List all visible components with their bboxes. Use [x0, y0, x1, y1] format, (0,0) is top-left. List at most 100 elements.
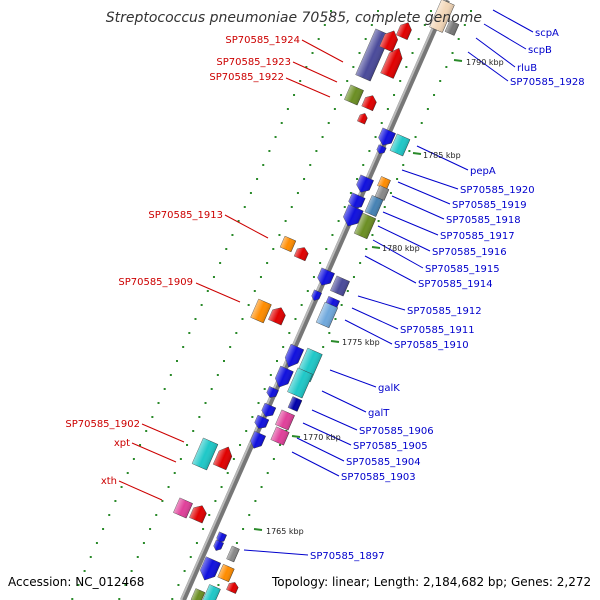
- gene-feature: [343, 204, 364, 227]
- track-dot: [263, 388, 266, 390]
- gene-label[interactable]: xth: [101, 476, 117, 487]
- track-dot: [370, 24, 373, 26]
- scale-ticks: [253, 59, 463, 531]
- gene-label[interactable]: xpt: [114, 438, 130, 449]
- gene-label[interactable]: rluB: [517, 63, 537, 74]
- gene-shine: [275, 409, 295, 431]
- track-dot: [212, 276, 215, 278]
- gene-label[interactable]: SP70585_1922: [209, 72, 284, 83]
- gene-label[interactable]: scpB: [528, 45, 552, 56]
- gene-label[interactable]: SP70585_1906: [359, 426, 434, 437]
- track-dot: [423, 24, 426, 26]
- scale-tick: [291, 435, 301, 438]
- gene-label[interactable]: SP70585_1911: [400, 325, 475, 336]
- gene-feature: [190, 588, 206, 600]
- gene-label[interactable]: SP70585_1928: [510, 77, 585, 88]
- gene-feature: [361, 95, 377, 112]
- track-dot: [195, 542, 198, 544]
- gene-feature: [364, 195, 384, 217]
- track-dot: [445, 66, 448, 68]
- track-dot: [362, 164, 365, 166]
- gene-feature: [250, 298, 272, 324]
- track-dot: [268, 150, 271, 152]
- track-dot: [417, 38, 420, 40]
- gene-label[interactable]: SP70585_1915: [425, 264, 500, 275]
- gene-label[interactable]: SP70585_1913: [148, 210, 223, 221]
- gene-feature: [374, 185, 390, 201]
- track-dot: [269, 374, 272, 376]
- track-dot: [161, 500, 164, 502]
- track-dot: [253, 290, 256, 292]
- gene-label[interactable]: SP70585_1919: [452, 200, 527, 211]
- leader-line: [364, 255, 417, 284]
- gene-label[interactable]: SP70585_1912: [407, 306, 482, 317]
- leader-line: [377, 225, 431, 252]
- track-dot: [139, 444, 142, 446]
- gene-label[interactable]: SP70585_1897: [310, 551, 385, 562]
- gene-label[interactable]: galT: [368, 408, 390, 419]
- gene-label[interactable]: SP70585_1905: [353, 441, 428, 452]
- gene-label[interactable]: SP70585_1918: [446, 215, 521, 226]
- gene-shine: [250, 299, 272, 323]
- gene-label[interactable]: SP70585_1904: [346, 457, 421, 468]
- gene-label[interactable]: SP70585_1910: [394, 340, 469, 351]
- gene-label[interactable]: SP70585_1914: [418, 279, 493, 290]
- gene-label[interactable]: SP70585_1916: [432, 247, 507, 258]
- gene-shine: [189, 505, 207, 524]
- leader-line: [372, 239, 424, 269]
- gene-shine: [356, 174, 374, 193]
- track-dot: [349, 192, 352, 194]
- track-dot: [186, 444, 189, 446]
- leader-line: [118, 480, 163, 501]
- leader-line: [391, 195, 445, 220]
- track-dot: [260, 486, 263, 488]
- gene-label[interactable]: SP70585_1920: [460, 185, 535, 196]
- track-dot: [235, 542, 238, 544]
- gene-shine: [294, 247, 309, 261]
- gene-feature: [284, 343, 305, 368]
- track-dot: [340, 94, 343, 96]
- track-dot: [393, 94, 396, 96]
- track-dot: [219, 262, 222, 264]
- leader-line: [311, 409, 358, 431]
- gene-feature: [189, 505, 207, 524]
- track-dot: [114, 500, 117, 502]
- track-dot: [229, 346, 232, 348]
- gene-label[interactable]: SP70585_1902: [65, 419, 140, 430]
- gene-label[interactable]: pepA: [470, 166, 496, 177]
- gene-label[interactable]: SP70585_1903: [341, 472, 416, 483]
- scale-label: 1780 kbp: [382, 244, 420, 253]
- track-dot: [247, 304, 250, 306]
- gene-features: [173, 0, 460, 600]
- track-dot: [405, 66, 408, 68]
- track-dot: [433, 94, 436, 96]
- gene-feature: [311, 289, 322, 301]
- gene-label[interactable]: galK: [378, 383, 400, 394]
- track-dot: [189, 556, 192, 558]
- track-dot: [169, 374, 172, 376]
- gene-feature: [379, 30, 398, 53]
- gene-label[interactable]: SP70585_1924: [225, 35, 300, 46]
- track-dot: [325, 248, 328, 250]
- gene-label[interactable]: scpA: [535, 28, 559, 39]
- gene-shine: [288, 396, 302, 412]
- track-dot: [463, 24, 466, 26]
- track-dot: [173, 472, 176, 474]
- track-dot: [340, 304, 343, 306]
- gene-feature: [344, 84, 364, 106]
- track-dot: [290, 206, 293, 208]
- track-dot: [157, 402, 160, 404]
- label-leader-lines: [118, 9, 534, 556]
- gene-label[interactable]: SP70585_1923: [216, 57, 291, 68]
- track-dot: [177, 584, 180, 586]
- gene-label[interactable]: SP70585_1917: [440, 231, 515, 242]
- gene-label[interactable]: SP70585_1909: [118, 277, 193, 288]
- leader-line: [285, 77, 331, 98]
- track-dot: [399, 80, 402, 82]
- scale-label: 1790 kbp: [466, 58, 504, 67]
- track-dot: [242, 528, 245, 530]
- gene-feature: [279, 235, 297, 253]
- track-dot: [284, 220, 287, 222]
- gene-feature: [213, 539, 224, 551]
- track-dot: [149, 528, 152, 530]
